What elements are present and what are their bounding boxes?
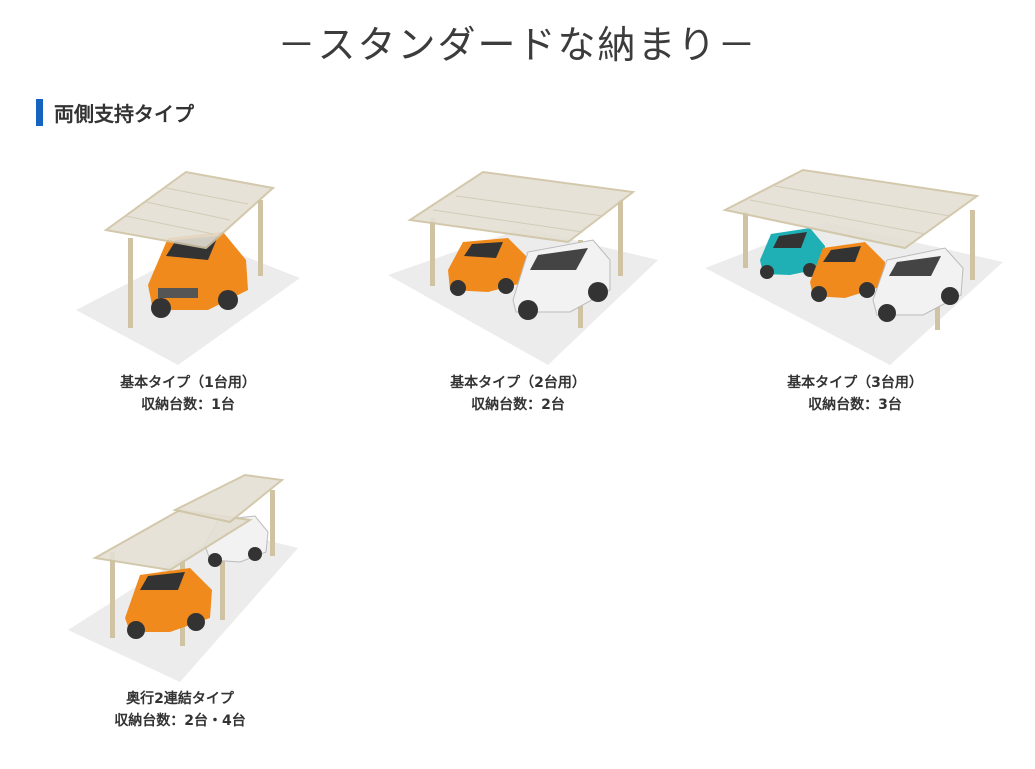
carport-1-capacity: 収納台数：1台 bbox=[141, 397, 235, 413]
carport-3-name: 基本タイプ（3台用） bbox=[787, 375, 923, 391]
page-title: －スタンダードな納まり－ bbox=[277, 23, 758, 67]
carport-card-2: 基本タイプ（2台用） 収納台数：2台 bbox=[388, 160, 658, 416]
carport-4-car-image bbox=[68, 473, 298, 682]
carport-4-capacity: 収納台数：2台・4台 bbox=[114, 713, 246, 729]
section-header: 両側支持タイプ bbox=[36, 98, 194, 127]
carport-card-3: 基本タイプ（3台用） 収納台数：3台 bbox=[705, 160, 1005, 416]
carport-2-car-image bbox=[388, 170, 658, 365]
carport-card-1: 基本タイプ（1台用） 収納台数：1台 bbox=[58, 160, 318, 416]
carport-1-car-image bbox=[76, 170, 300, 365]
carport-1-name: 基本タイプ（1台用） bbox=[120, 375, 256, 391]
carport-card-4: 奥行2連結タイプ 収納台数：2台・4台 bbox=[50, 470, 310, 732]
carport-3-car-image bbox=[705, 168, 1003, 365]
carport-2-capacity: 収納台数：2台 bbox=[471, 397, 565, 413]
carport-2-name: 基本タイプ（2台用） bbox=[450, 375, 586, 391]
carport-4-name: 奥行2連結タイプ bbox=[126, 691, 234, 707]
carport-3-capacity: 収納台数：3台 bbox=[808, 397, 902, 413]
section-heading: 両側支持タイプ bbox=[54, 102, 194, 126]
section-accent-bar bbox=[36, 99, 43, 126]
